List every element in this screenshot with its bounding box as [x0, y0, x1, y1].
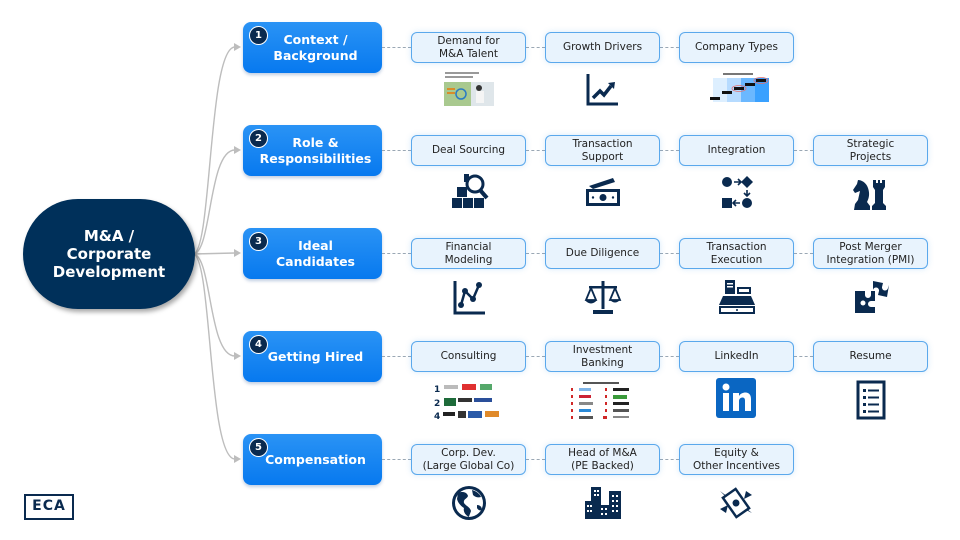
- sub-linkedin[interactable]: LinkedIn: [679, 341, 794, 372]
- sub-demand-for-ma-talent[interactable]: Demand for M&A Talent: [411, 32, 526, 63]
- number-badge: 2: [249, 129, 268, 148]
- dashed-connector: [660, 47, 679, 48]
- number-badge: 1: [249, 26, 268, 45]
- dashed-connector: [794, 356, 813, 357]
- sub-deal-sourcing[interactable]: Deal Sourcing: [411, 135, 526, 166]
- dashed-connector: [660, 356, 679, 357]
- dashed-connector: [526, 356, 545, 357]
- connector-curve: [192, 46, 236, 255]
- dashed-connector: [382, 47, 411, 48]
- category-label: Role & Responsibilities: [259, 134, 372, 166]
- sub-corp-dev-large-global[interactable]: Corp. Dev. (Large Global Co): [411, 444, 526, 475]
- category-role-responsibilities[interactable]: 2 Role & Responsibilities: [243, 125, 382, 176]
- dashed-connector: [794, 253, 813, 254]
- dashed-connector: [794, 150, 813, 151]
- category-compensation[interactable]: 5 Compensation: [243, 434, 382, 485]
- growth-chart-icon: [586, 74, 618, 106]
- sub-equity-other-incentives[interactable]: Equity & Other Incentives: [679, 444, 794, 475]
- sub-consulting[interactable]: Consulting: [411, 341, 526, 372]
- category-label: Context / Background: [273, 31, 358, 63]
- scales-icon: [584, 281, 622, 314]
- sub-transaction-support[interactable]: Transaction Support: [545, 135, 660, 166]
- connector-arrowhead: [234, 249, 241, 257]
- linkedin-icon[interactable]: [716, 378, 756, 418]
- cash-icon: [586, 178, 620, 206]
- dashed-connector: [660, 150, 679, 151]
- consulting-tiers-thumbnail[interactable]: 1 2 4: [432, 381, 502, 421]
- number-badge: 4: [249, 335, 268, 354]
- sub-financial-modeling[interactable]: Financial Modeling: [411, 238, 526, 269]
- root-node: M&A / Corporate Development: [23, 199, 195, 309]
- dashed-connector: [526, 47, 545, 48]
- dashed-connector: [526, 253, 545, 254]
- puzzle-icon: [855, 281, 889, 313]
- sub-transaction-execution[interactable]: Transaction Execution: [679, 238, 794, 269]
- buildings-icon: [585, 487, 621, 519]
- svg-text:2: 2: [434, 399, 440, 409]
- number-badge: 3: [249, 232, 268, 251]
- svg-text:4: 4: [434, 412, 440, 421]
- dashed-connector: [382, 356, 411, 357]
- number-badge: 5: [249, 438, 268, 457]
- category-context-background[interactable]: 1 Context / Background: [243, 22, 382, 73]
- cash-register-icon: [719, 280, 755, 314]
- process-flow-icon: [722, 176, 753, 208]
- category-label: Compensation: [265, 451, 366, 467]
- connector-curve: [192, 253, 236, 357]
- connector-arrowhead: [234, 455, 241, 463]
- article-thumbnail[interactable]: [443, 70, 495, 106]
- resume-icon: [856, 380, 886, 420]
- sub-head-of-ma-pe-backed[interactable]: Head of M&A (PE Backed): [545, 444, 660, 475]
- dashed-connector: [660, 459, 679, 460]
- eca-logo: ECA: [24, 494, 74, 520]
- dashed-connector: [526, 150, 545, 151]
- globe-icon: [452, 486, 486, 520]
- sub-strategic-projects[interactable]: Strategic Projects: [813, 135, 928, 166]
- category-getting-hired[interactable]: 4 Getting Hired: [243, 331, 382, 382]
- sub-investment-banking[interactable]: Investment Banking: [545, 341, 660, 372]
- sub-resume[interactable]: Resume: [813, 341, 928, 372]
- sub-company-types[interactable]: Company Types: [679, 32, 794, 63]
- svg-text:1: 1: [434, 385, 440, 395]
- connector-arrowhead: [234, 352, 241, 360]
- sub-integration[interactable]: Integration: [679, 135, 794, 166]
- category-label: Ideal Candidates: [275, 237, 356, 269]
- dashed-connector: [382, 459, 411, 460]
- chess-icon: [853, 180, 886, 210]
- line-chart-icon: [453, 281, 485, 315]
- chart-thumbnail[interactable]: [707, 72, 769, 106]
- sub-growth-drivers[interactable]: Growth Drivers: [545, 32, 660, 63]
- dashed-connector: [382, 150, 411, 151]
- flying-money-icon: [720, 487, 752, 519]
- boxes-search-icon: [452, 174, 489, 208]
- connector-arrowhead: [234, 146, 241, 154]
- category-ideal-candidates[interactable]: 3 Ideal Candidates: [243, 228, 382, 279]
- dashed-connector: [660, 253, 679, 254]
- bank-ranking-thumbnail[interactable]: [565, 381, 637, 421]
- dashed-connector: [526, 459, 545, 460]
- category-label: Getting Hired: [267, 348, 364, 364]
- connector-curve: [192, 253, 236, 460]
- dashed-connector: [382, 253, 411, 254]
- connector-arrowhead: [234, 43, 241, 51]
- sub-post-merger-integration[interactable]: Post Merger Integration (PMI): [813, 238, 928, 269]
- connector-curve: [192, 149, 236, 255]
- sub-due-diligence[interactable]: Due Diligence: [545, 238, 660, 269]
- connector-curve: [192, 252, 236, 255]
